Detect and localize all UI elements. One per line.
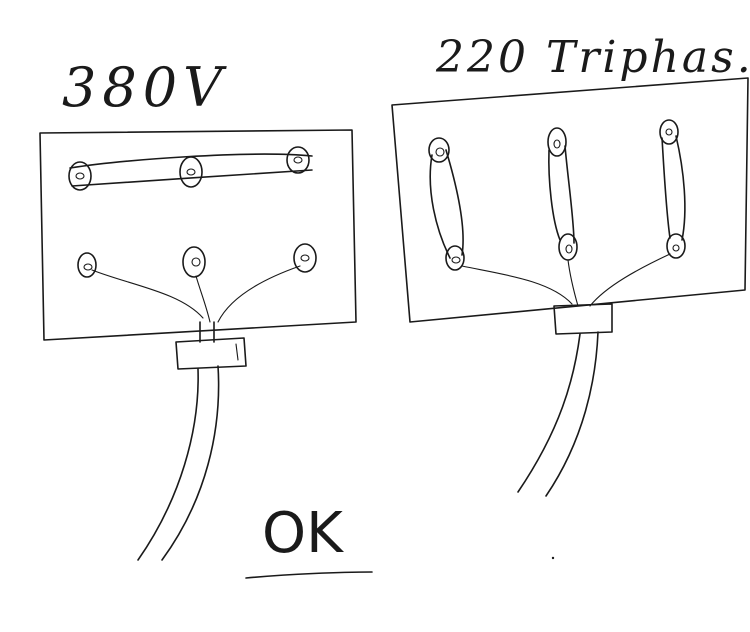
cable-right xyxy=(517,331,599,497)
ok-label: OK xyxy=(262,501,344,566)
terminal-bottom-3 xyxy=(293,243,317,273)
terminal-box-outline xyxy=(39,129,357,341)
ok-underline xyxy=(245,571,373,579)
terminal-top-3 xyxy=(286,146,310,174)
cable-gland-right xyxy=(553,303,613,335)
terminal-top-1 xyxy=(68,161,92,191)
bridge-bar-top xyxy=(69,153,313,187)
wire-2 xyxy=(195,275,211,323)
cable xyxy=(137,321,220,561)
ok-mark: OK xyxy=(245,501,373,579)
terminal-bottom-2 xyxy=(182,246,206,278)
cable-gland xyxy=(175,337,247,370)
terminal-box-outline-right xyxy=(391,77,749,323)
terminal-r-top-3 xyxy=(659,119,679,145)
terminal-r-bottom-2 xyxy=(558,233,578,261)
right-terminal-box-220: 220 Triphas. xyxy=(391,32,750,497)
left-terminal-box-380v: 380V xyxy=(39,56,357,561)
terminal-r-bottom-3 xyxy=(666,233,686,259)
wire-r-2 xyxy=(567,259,579,307)
wire-r-1 xyxy=(461,265,573,305)
wire-1 xyxy=(91,269,204,319)
terminal-r-bottom-1 xyxy=(445,245,465,271)
wire-3 xyxy=(217,265,301,323)
terminal-r-top-1 xyxy=(428,137,450,163)
terminal-top-2 xyxy=(179,156,203,188)
bridge-vertical-1 xyxy=(429,149,464,259)
voltage-label-380v: 380V xyxy=(62,56,228,119)
ink-speck xyxy=(551,556,555,560)
voltage-label-220-triphase: 220 Triphas. xyxy=(435,32,750,83)
terminal-r-top-2 xyxy=(547,127,567,157)
wire-r-3 xyxy=(589,253,671,307)
terminal-bottom-1 xyxy=(77,252,97,278)
bridge-vertical-2 xyxy=(548,145,575,244)
bridge-vertical-3 xyxy=(661,135,686,241)
